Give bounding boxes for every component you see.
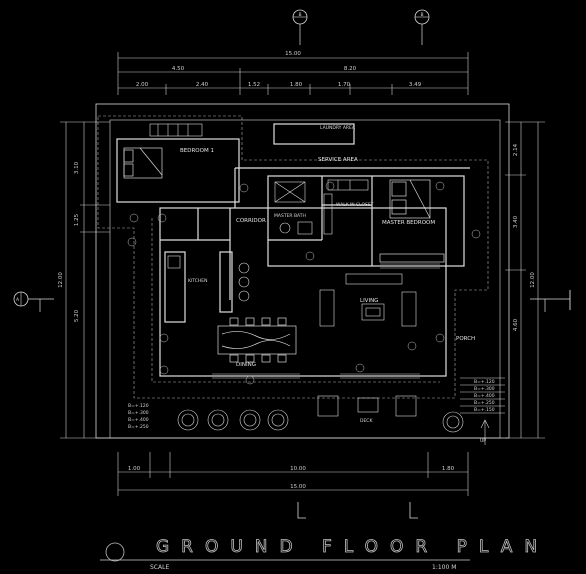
- dim-top-c5: 1.70: [338, 82, 351, 88]
- dim-right-a: 2.14: [513, 143, 519, 156]
- step-label-left: B=+.250: [128, 424, 149, 430]
- dim-top-c6: 3.49: [409, 82, 422, 88]
- drawing-title: GROUND FLOOR PLAN: [156, 537, 549, 557]
- dim-top-c2: 2.40: [196, 82, 209, 88]
- dim-top-b: 8.20: [344, 66, 357, 72]
- scale-label: SCALE: [150, 564, 169, 571]
- step-label: B=+.120: [474, 379, 495, 385]
- dim-right-c: 4.60: [513, 318, 519, 331]
- living-furniture: [319, 273, 417, 327]
- dim-top-c3: 1.52: [248, 82, 260, 88]
- inner-boundary: [109, 119, 501, 439]
- dim-bottom-b: 10.00: [290, 466, 306, 472]
- step-label: B=+.250: [474, 400, 495, 406]
- lot-boundary: [95, 103, 510, 439]
- section-mark-label: A: [16, 297, 20, 303]
- room-label-porch: PORCH: [456, 336, 475, 342]
- dim-bottom-c: 1.80: [442, 466, 455, 472]
- dim-bottom-total: 15.00: [290, 484, 306, 490]
- dim-bottom-a: 1.00: [128, 466, 141, 472]
- step-label-left: B=+.400: [128, 417, 149, 423]
- dim-top-a: 4.50: [172, 66, 185, 72]
- step-label: B=+.150: [474, 407, 495, 413]
- planters: [177, 409, 464, 433]
- dim-left-a: 3.10: [74, 161, 80, 174]
- dining-table: [217, 317, 297, 363]
- left-dimensions: [60, 121, 110, 439]
- scale-value: 1:100 M: [432, 564, 456, 571]
- dim-right-b: 3.40: [513, 215, 519, 228]
- top-dimensions: [117, 52, 469, 95]
- step-label-left: B=+.120: [128, 403, 149, 409]
- room-label-master-bedroom: MASTER BEDROOM: [382, 220, 435, 226]
- dim-top-total: 15.00: [285, 51, 301, 57]
- dim-left-b: 1.25: [74, 213, 80, 226]
- dim-left-c: 5.20: [74, 309, 80, 322]
- section-mark-top-right: B: [414, 9, 430, 45]
- section-mark-left: A: [13, 291, 54, 312]
- step-label: B=+.300: [474, 386, 495, 392]
- master-bed: [379, 179, 445, 263]
- porch-steps: [460, 377, 505, 445]
- room-label-walkin: WALK-IN CLOSET: [336, 202, 374, 208]
- room-label-laundry: LAUNDRY AREA: [320, 125, 356, 131]
- walls: [116, 123, 470, 377]
- room-label-deck: DECK: [360, 418, 373, 424]
- room-label-service: SERVICE AREA: [318, 157, 358, 163]
- dim-right-total: 12.00: [530, 272, 536, 288]
- title-circle: [105, 542, 125, 562]
- dim-top-c1: 2.00: [136, 82, 149, 88]
- section-mark-top-left: B: [292, 9, 308, 45]
- roof-eave-line: [97, 115, 489, 399]
- bath-fixtures: [274, 179, 369, 235]
- right-dimensions: [505, 121, 545, 439]
- section-mark-label: B: [298, 12, 301, 18]
- kitchen-stools: [167, 255, 250, 302]
- deck-furniture: [317, 395, 417, 417]
- dim-top-c4: 1.80: [290, 82, 303, 88]
- dim-left-total: 12.00: [58, 272, 64, 288]
- step-label-left: B=+.300: [128, 410, 149, 416]
- room-label-corridor: CORRIDOR: [236, 218, 266, 224]
- step-label: B=+.400: [474, 393, 495, 399]
- direction-up-label: UP: [480, 438, 486, 444]
- bottom-dimensions: [117, 452, 469, 496]
- section-mark-label: B: [420, 12, 423, 18]
- bed-1: [123, 147, 163, 179]
- wardrobe-1: [149, 123, 203, 137]
- room-label-kitchen: KITCHEN: [188, 278, 208, 284]
- windows: [212, 263, 440, 379]
- section-mark-bottom: [297, 502, 418, 519]
- column-markers: [127, 181, 481, 385]
- room-label-living: LIVING: [360, 298, 378, 304]
- room-label-dining: DINING: [236, 362, 256, 368]
- section-mark-right: [530, 290, 571, 312]
- room-label-bedroom: BEDROOM 1: [180, 148, 214, 154]
- room-label-master-bath: MASTER BATH: [274, 213, 306, 219]
